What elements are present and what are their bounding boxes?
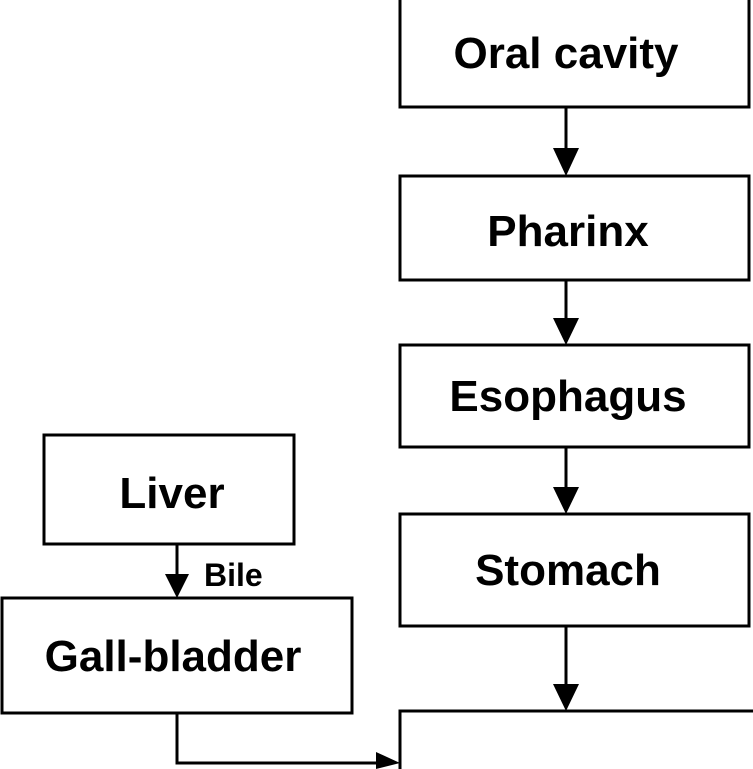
stomach-label: Stomach [475, 546, 661, 595]
edge-stomach-down [553, 626, 579, 711]
esophagus-label: Esophagus [449, 372, 686, 421]
edge-liver-to-gall-bladder: Bile [165, 544, 263, 598]
bile-label: Bile [204, 557, 263, 593]
arrow-head-icon [553, 148, 579, 176]
oral-cavity-box [398, 0, 751, 109]
gall-bladder-label: Gall-bladder [45, 632, 302, 681]
node-pharinx: Pharinx [398, 174, 751, 282]
pharinx-label: Pharinx [487, 207, 649, 256]
liver-label: Liver [119, 469, 224, 518]
stomach-box [398, 512, 751, 628]
edge-pharinx-to-esophagus [553, 280, 579, 345]
arrow-head-icon [553, 318, 579, 345]
next-organ-box [398, 709, 753, 769]
pharinx-box [398, 174, 751, 282]
arrow-head-icon [553, 684, 579, 711]
node-stomach: Stomach [398, 512, 751, 628]
gall-bladder-box [0, 596, 354, 715]
liver-box [42, 433, 296, 546]
esophagus-box [398, 343, 751, 449]
arrow-head-icon [376, 752, 400, 769]
node-gall-bladder: Gall-bladder [0, 596, 354, 715]
edge-oral-cavity-to-pharinx [553, 107, 579, 176]
node-liver: Liver [42, 433, 296, 546]
oral-cavity-label: Oral cavity [453, 29, 679, 78]
node-esophagus: Esophagus [398, 343, 751, 449]
edge-gall-bladder-to-next [175, 713, 400, 769]
node-oral-cavity: Oral cavity [398, 0, 751, 109]
arrow-head-icon [553, 487, 579, 514]
edge-esophagus-to-stomach [553, 447, 579, 514]
arrow-head-icon [165, 574, 189, 598]
